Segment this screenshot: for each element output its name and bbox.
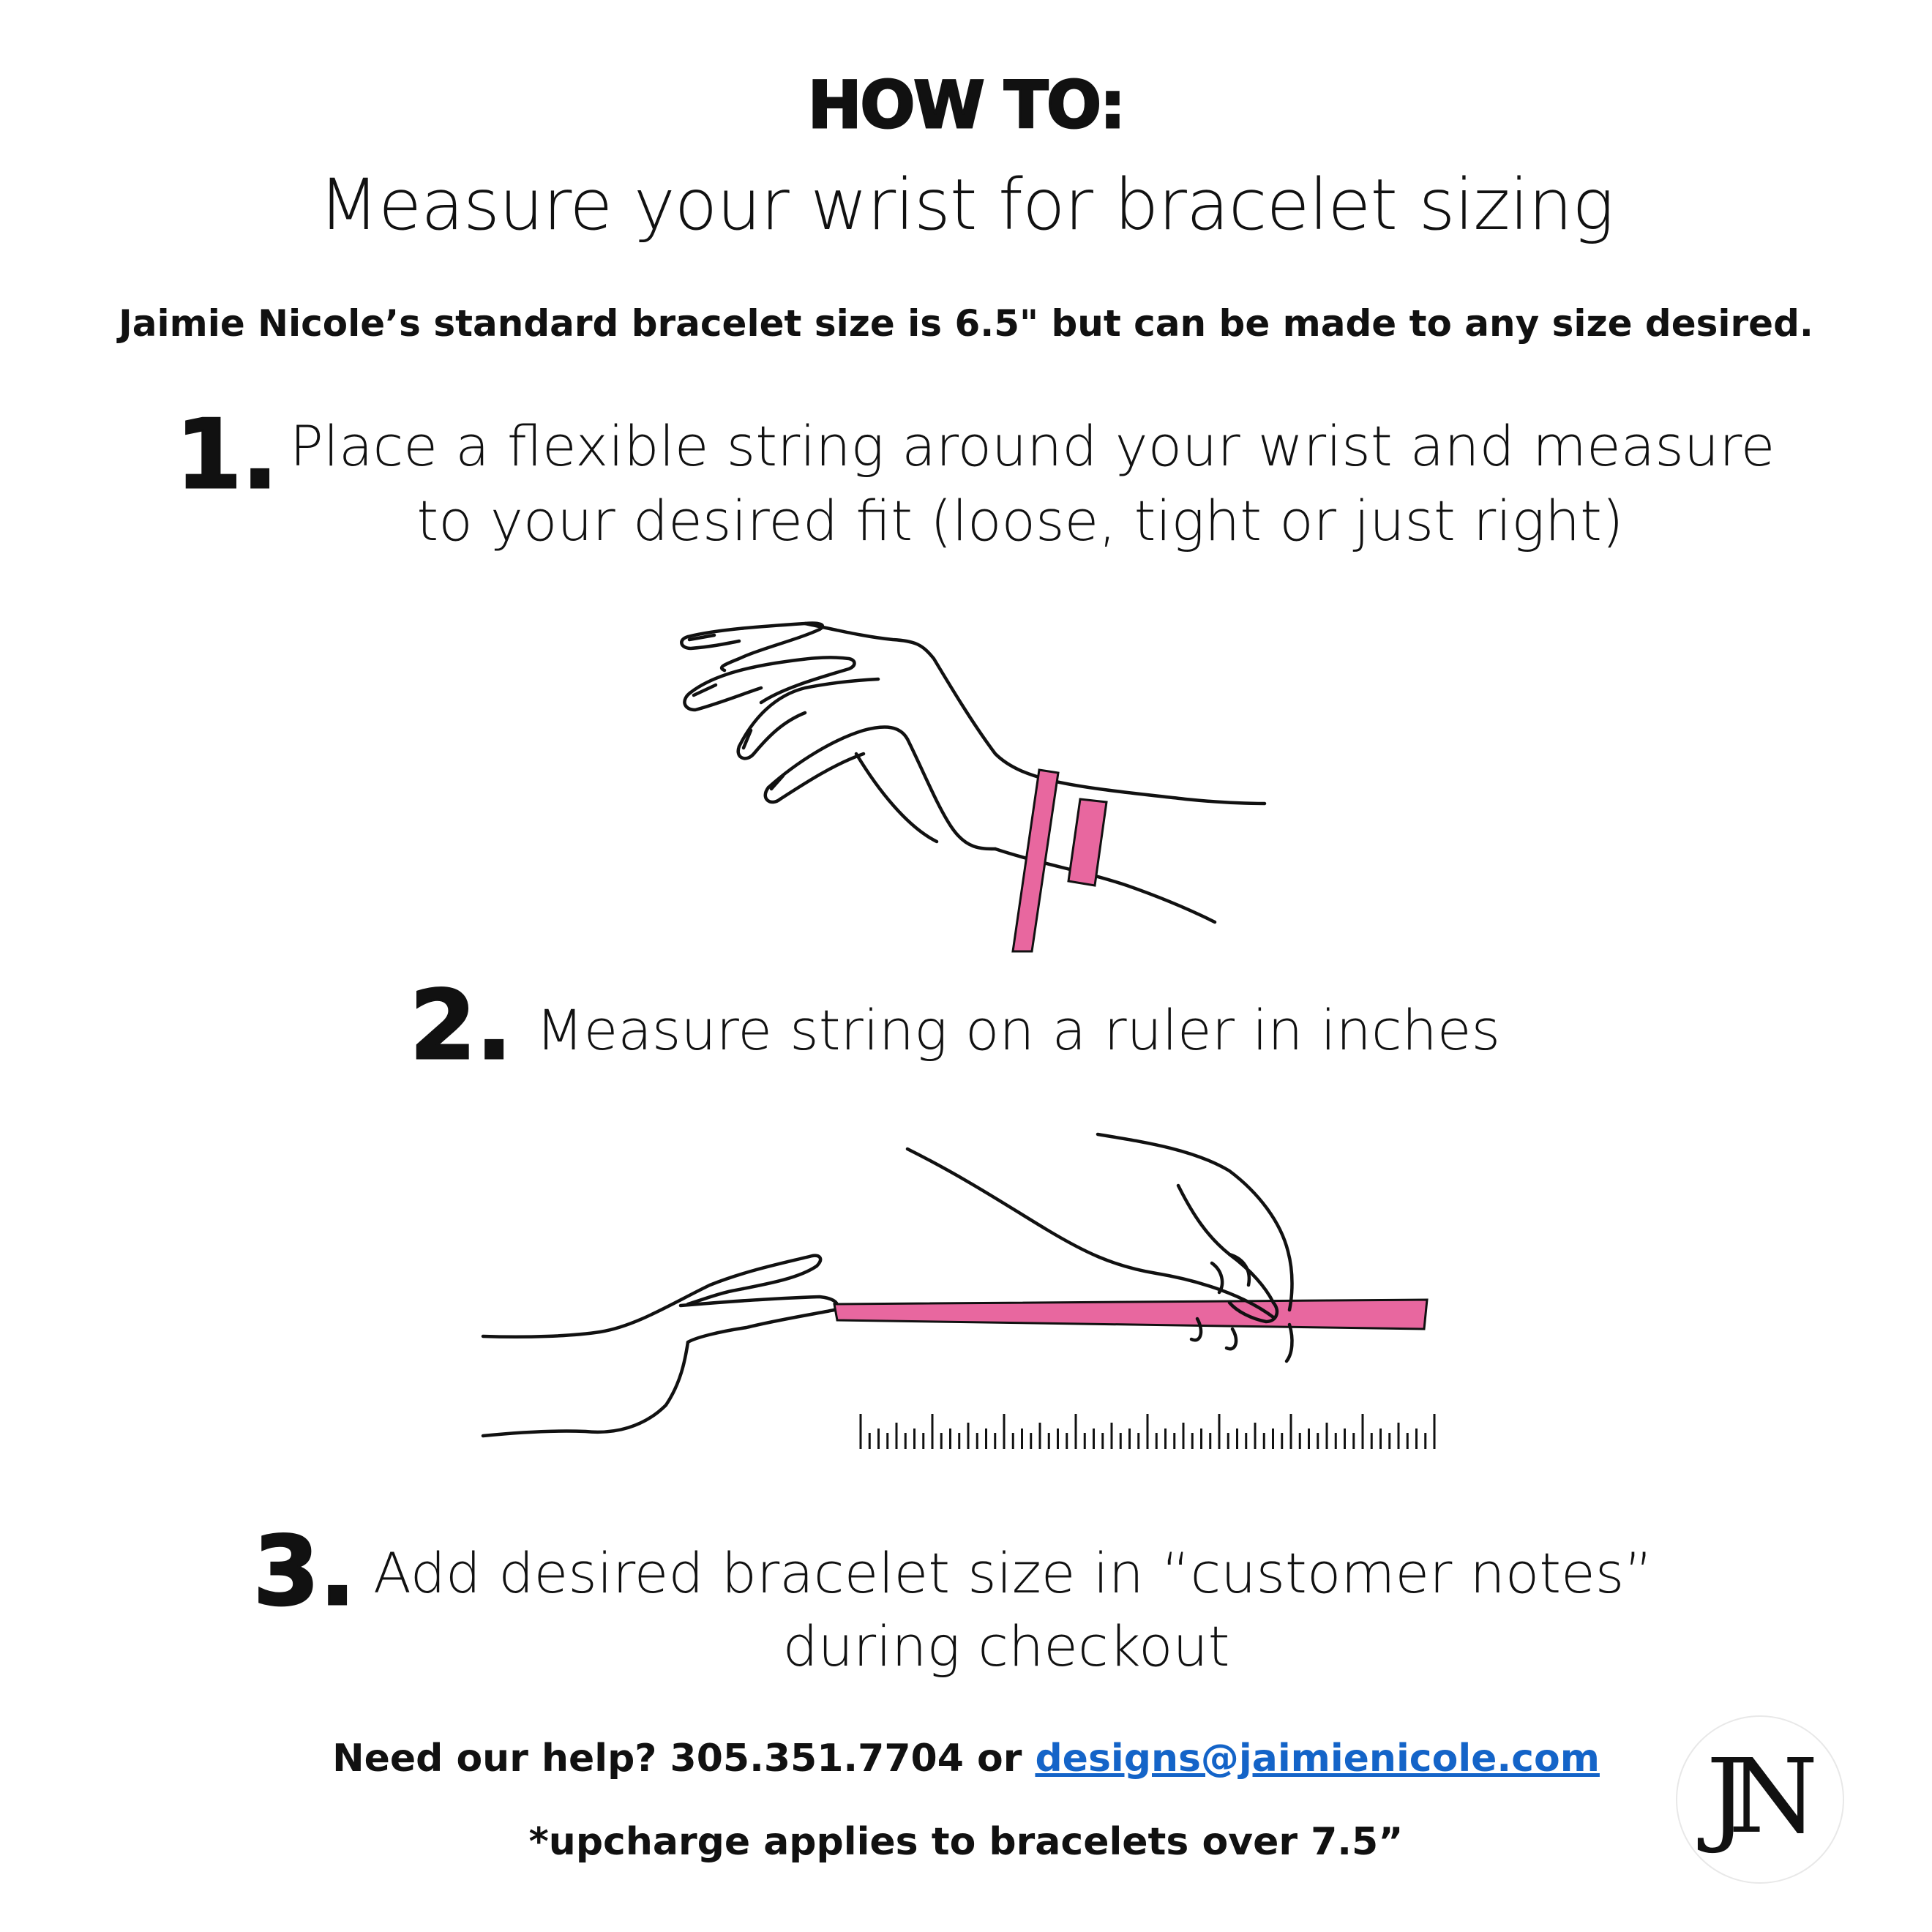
step-3-text-line1: Add desired bracelet size in “customer n… <box>373 1540 1653 1606</box>
page-title: HOW TO: <box>806 67 1126 143</box>
standard-size-note: Jaimie Nicole’s standard bracelet size i… <box>119 302 1813 345</box>
ruler-ticks <box>859 1414 1436 1449</box>
help-prefix: Need our help? 305.351.7704 or <box>332 1737 1036 1781</box>
step-1-number: 1. <box>175 399 280 510</box>
step-3-text-line2: during checkout <box>782 1614 1230 1679</box>
step-1-text-line2: to your desired fit (loose, tight or jus… <box>416 488 1624 553</box>
upcharge-note: *upcharge applies to bracelets over 7.5” <box>528 1820 1404 1864</box>
page-subtitle: Measure your wrist for bracelet sizing <box>318 164 1614 246</box>
hands-measuring-on-ruler-illustration <box>481 1132 1436 1449</box>
help-contact-line: Need our help? 305.351.7704 or designs@j… <box>0 1736 1932 1781</box>
step-2-number: 2. <box>409 970 514 1081</box>
logo-text: JN <box>1706 1737 1819 1857</box>
step-2-text: Measure string on a ruler in inches <box>536 997 1501 1063</box>
jn-logo: JN <box>1676 1715 1844 1884</box>
step-3-number: 3. <box>252 1516 357 1627</box>
wrist-with-string-illustration <box>680 621 1267 953</box>
step-1-text-line1: Place a flexible string around your wris… <box>290 413 1775 479</box>
email-link[interactable]: designs@jaimienicole.com <box>1035 1737 1600 1781</box>
